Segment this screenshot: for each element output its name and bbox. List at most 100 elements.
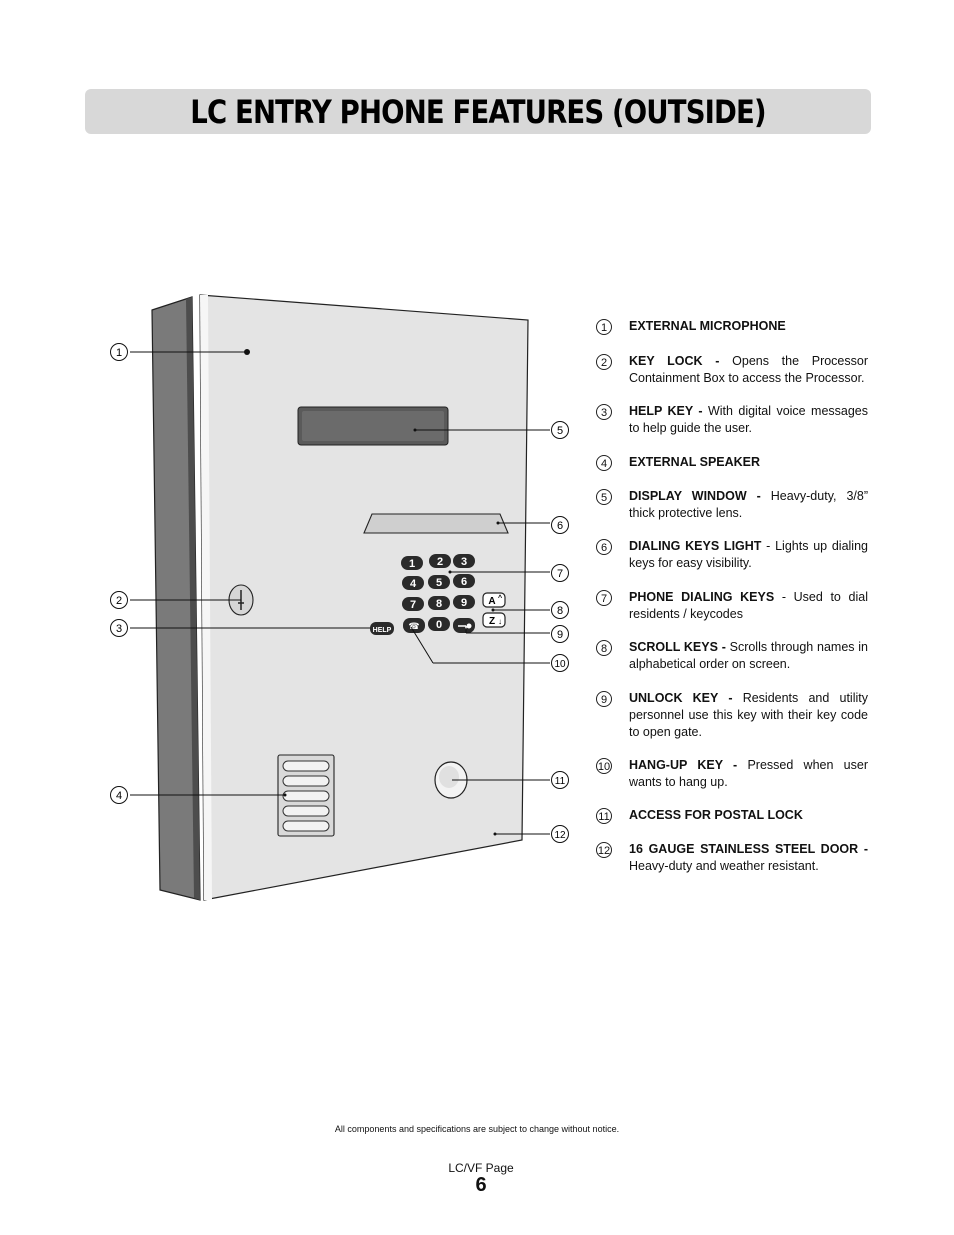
callout-number: 3 xyxy=(116,623,122,635)
feature-number: 8 xyxy=(596,640,612,656)
speaker-slot xyxy=(282,805,330,817)
keypad-key xyxy=(428,596,450,610)
keypad-key-label: 4 xyxy=(410,578,417,590)
feature-number: 5 xyxy=(596,489,612,505)
feature-label: ACCESS FOR POSTAL LOCK xyxy=(629,808,803,822)
callout-circle xyxy=(551,654,569,672)
feature-number: 4 xyxy=(596,455,612,471)
feature-description: Pressed when user wants to hang up. xyxy=(629,758,868,789)
scroll-down-key-label: Z xyxy=(489,616,495,627)
keypad-key-label: 9 xyxy=(461,597,467,609)
keypad-key xyxy=(428,617,450,631)
scroll-down-key xyxy=(482,612,506,628)
speaker-slot xyxy=(282,775,330,787)
callout-number: 9 xyxy=(557,629,563,641)
feature-item: 12 16 GAUGE STAINLESS STEEL DOOR - Heavy-… xyxy=(596,841,868,875)
keypad-key-label: 7 xyxy=(410,599,416,611)
feature-label: HELP KEY - xyxy=(629,404,708,418)
keypad-key-label: 6 xyxy=(461,576,467,588)
feature-label: DIALING KEYS LIGHT xyxy=(629,539,762,553)
housing-front-door xyxy=(199,294,529,901)
callout-circle xyxy=(110,786,128,804)
feature-item: 1 EXTERNAL MICROPHONE xyxy=(596,318,868,335)
feature-label: DISPLAY WINDOW - xyxy=(629,489,771,503)
feature-item: 10 HANG-UP KEY - Pressed when user wants … xyxy=(596,757,868,791)
scroll-up-key xyxy=(482,592,506,608)
callout-circle xyxy=(551,564,569,582)
keypad-key-label: 3 xyxy=(461,556,467,568)
feature-description: Heavy-duty and weather resistant. xyxy=(629,859,819,873)
feature-item: 11 ACCESS FOR POSTAL LOCK xyxy=(596,807,868,824)
page-title: LC ENTRY PHONE FEATURES (OUTSIDE) xyxy=(190,93,766,131)
callout-number: 2 xyxy=(116,595,122,607)
feature-label: EXTERNAL SPEAKER xyxy=(629,455,761,469)
feature-label: EXTERNAL MICROPHONE xyxy=(629,319,786,333)
feature-description: - Lights up dialing keys for easy visibi… xyxy=(629,539,868,570)
feature-number: 10 xyxy=(596,758,612,774)
callout-circle xyxy=(551,625,569,643)
speaker-slot xyxy=(282,820,330,832)
feature-number: 3 xyxy=(596,404,612,420)
speaker-slot xyxy=(282,790,330,802)
hang-up-key xyxy=(403,618,425,633)
page-number: 6 xyxy=(475,1174,487,1196)
keypad-key xyxy=(401,556,423,570)
hang-up-icon: ☎ xyxy=(408,621,419,631)
keypad-key-label: 0 xyxy=(436,619,442,631)
help-key-label: HELP xyxy=(373,627,392,634)
keypad-key-label: 1 xyxy=(409,558,415,570)
callout-number: 10 xyxy=(554,659,566,670)
feature-description: Residents and utility personnel use this… xyxy=(629,691,868,739)
keypad-key xyxy=(453,574,475,588)
feature-number: 1 xyxy=(596,319,612,335)
callout-circle xyxy=(551,771,569,789)
feature-description: - Used to dial residents / keycodes xyxy=(629,590,868,621)
callout-number: 4 xyxy=(116,790,122,802)
callout-number: 7 xyxy=(557,568,563,580)
callout-circle xyxy=(551,601,569,619)
callout-number: 6 xyxy=(557,520,563,532)
scroll-up-key-label: A xyxy=(488,596,495,607)
page-label: LC/VF Page xyxy=(448,1161,514,1175)
help-key xyxy=(370,622,394,635)
keypad-key xyxy=(428,575,450,589)
feature-label: 16 GAUGE STAINLESS STEEL DOOR - xyxy=(629,842,868,856)
feature-number: 6 xyxy=(596,539,612,555)
feature-number: 2 xyxy=(596,354,612,370)
feature-item: 7 PHONE DIALING KEYS - Used to dial resid… xyxy=(596,589,868,623)
keypad-key xyxy=(453,554,475,568)
callout-number: 5 xyxy=(557,425,563,437)
feature-number: 11 xyxy=(596,808,612,824)
feature-label: PHONE DIALING KEYS xyxy=(629,590,775,604)
footnote: All components and specifications are su… xyxy=(334,1124,620,1134)
svg-text:^: ^ xyxy=(498,594,502,602)
callout-circle xyxy=(551,516,569,534)
callout-number: 8 xyxy=(557,605,563,617)
feature-label: HANG-UP KEY - xyxy=(629,758,748,772)
keypad-key xyxy=(429,554,451,568)
feature-item: 4 EXTERNAL SPEAKER xyxy=(596,454,868,471)
title-bar: LC ENTRY PHONE FEATURES (OUTSIDE) xyxy=(85,89,871,134)
feature-number: 12 xyxy=(596,842,612,858)
svg-text:↓: ↓ xyxy=(498,617,502,626)
keypad-key xyxy=(402,597,424,611)
keypad-key-label: 8 xyxy=(436,598,442,610)
keypad-key-label: 5 xyxy=(436,577,442,589)
keypad-key xyxy=(453,595,475,609)
feature-item: 6 DIALING KEYS LIGHT - Lights up dialing … xyxy=(596,538,868,572)
speaker-slot xyxy=(282,760,330,772)
feature-number: 7 xyxy=(596,590,612,606)
feature-number: 9 xyxy=(596,691,612,707)
feature-label: SCROLL KEYS - xyxy=(629,640,730,654)
callout-circle xyxy=(110,591,128,609)
feature-description: Opens the Processor Containment Box to a… xyxy=(629,354,868,385)
keypad-key xyxy=(402,576,424,590)
dialing-keys-light xyxy=(363,513,509,534)
callout-number: 12 xyxy=(554,830,566,841)
